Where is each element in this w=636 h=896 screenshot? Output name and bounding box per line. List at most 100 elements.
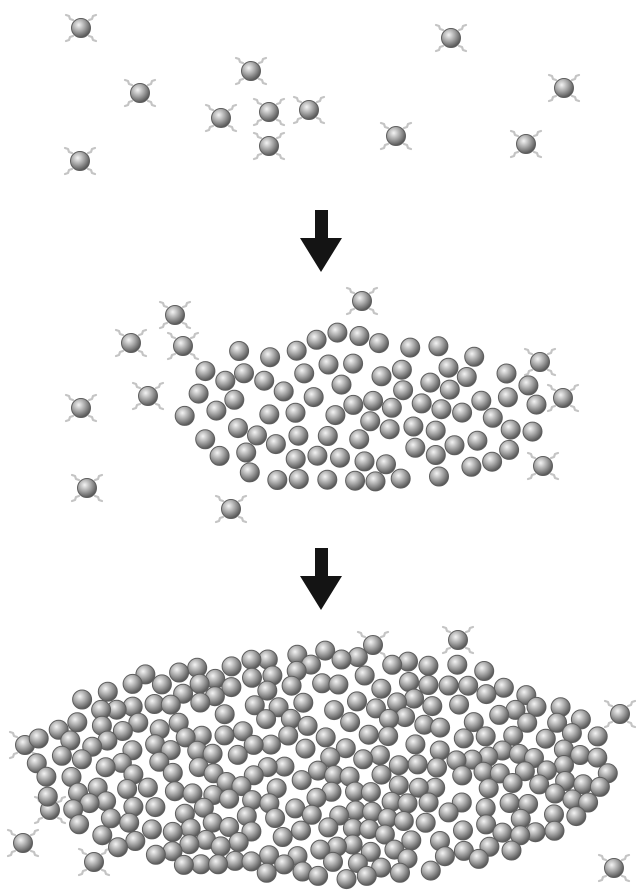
nanoparticle-icon: [535, 728, 556, 749]
nanoparticle-icon: [356, 865, 377, 886]
nanoparticle-icon: [379, 121, 413, 151]
nanoparticle-icon: [603, 699, 636, 729]
nanoparticle-icon: [315, 727, 336, 748]
nanoparticle-icon: [439, 379, 460, 400]
nanoparticle-icon: [425, 420, 446, 441]
nanoparticle-icon: [478, 778, 499, 799]
nanoparticle-icon: [345, 286, 379, 316]
nanoparticle-icon: [160, 694, 181, 715]
nanoparticle-icon: [227, 744, 248, 765]
nanoparticle-icon: [274, 854, 295, 875]
nanoparticle-icon: [179, 834, 200, 855]
nanoparticle-icon: [441, 625, 475, 655]
nanoparticle-icon: [274, 756, 295, 777]
nanoparticle-icon: [259, 845, 280, 866]
nanoparticle-icon: [256, 862, 277, 883]
nanoparticle-icon: [241, 851, 262, 872]
nanoparticle-icon: [447, 654, 468, 675]
nanoparticle-icon: [6, 828, 40, 858]
nanoparticle-icon: [499, 439, 520, 460]
nanoparticle-icon: [234, 363, 254, 384]
nanoparticle-icon: [252, 97, 286, 127]
nanoparticle-icon: [379, 708, 399, 729]
nanoparticle-icon: [228, 832, 249, 852]
nanoparticle-icon: [453, 820, 473, 841]
nanoparticle-icon: [67, 712, 88, 733]
nanoparticle-icon: [578, 792, 599, 813]
nanoparticle-icon: [349, 429, 370, 450]
nanoparticle-icon: [318, 354, 339, 375]
nanoparticle-icon: [343, 353, 364, 374]
nanoparticle-icon: [496, 363, 517, 384]
nanoparticle-icon: [453, 728, 474, 749]
nanoparticle-icon: [550, 697, 571, 718]
nanoparticle-icon: [476, 684, 497, 705]
nanoparticle-icon: [286, 660, 307, 681]
nanoparticle-icon: [347, 691, 367, 712]
nanoparticle-icon: [234, 56, 268, 86]
nanoparticle-icon: [123, 78, 157, 108]
nanoparticle-icon: [291, 820, 311, 841]
nanoparticle-icon: [265, 808, 286, 828]
nanoparticle-icon: [106, 699, 127, 720]
nanoparticle-icon: [224, 389, 245, 410]
nanoparticle-icon: [193, 797, 214, 818]
nanoparticle-icon: [268, 697, 289, 718]
nanoparticle-icon: [438, 802, 459, 823]
nanoparticle-icon: [434, 23, 468, 53]
stage-aggregating-particles: [64, 286, 580, 524]
nanoparticle-icon: [347, 647, 368, 668]
nanoparticle-icon: [82, 736, 103, 757]
nanoparticle-icon: [570, 745, 591, 765]
nanoparticle-icon: [242, 667, 262, 688]
nanoparticle-icon: [128, 712, 149, 733]
nanoparticle-icon: [370, 745, 390, 766]
nanoparticle-icon: [260, 347, 281, 368]
nanoparticle-icon: [482, 407, 503, 428]
nanoparticle-icon: [149, 751, 170, 772]
nanoparticle-icon: [463, 712, 484, 733]
nanoparticle-icon: [97, 730, 118, 751]
nanoparticle-icon: [188, 383, 209, 404]
nanoparticle-icon: [345, 781, 365, 802]
nanoparticle-icon: [182, 783, 203, 804]
nanoparticle-icon: [79, 793, 100, 814]
nanoparticle-icon: [482, 451, 503, 472]
nanoparticle-icon: [388, 755, 409, 776]
nanoparticle-icon: [190, 692, 211, 713]
nanoparticle-icon: [420, 860, 441, 881]
nanoparticle-icon: [69, 814, 90, 835]
nanoparticle-icon: [427, 757, 447, 778]
nanoparticle-icon: [262, 665, 283, 686]
nanoparticle-icon: [503, 725, 524, 746]
nanoparticle-icon: [285, 449, 306, 469]
nanoparticle-icon: [122, 673, 143, 694]
nanoparticle-icon: [360, 782, 381, 803]
nanoparticle-icon: [381, 397, 402, 418]
nanoparticle-icon: [323, 851, 343, 872]
nanoparticle-icon: [418, 792, 439, 813]
nanoparticle-icon: [371, 764, 392, 785]
nanoparticle-icon: [429, 466, 449, 487]
nanoparticle-icon: [523, 347, 557, 377]
nanoparticle-icon: [328, 674, 349, 695]
nanoparticle-icon: [91, 699, 112, 720]
nanoparticle-icon: [231, 776, 252, 797]
nanoparticle-icon: [467, 430, 488, 451]
nanoparticle-icon: [345, 470, 366, 491]
nanoparticle-icon: [387, 692, 408, 713]
nanoparticle-icon: [303, 387, 324, 408]
nanoparticle-icon: [221, 656, 242, 677]
nanoparticle-icon: [411, 393, 432, 414]
nanoparticle-icon: [497, 387, 518, 408]
nanoparticle-icon: [195, 361, 216, 382]
nanoparticle-icon: [308, 865, 329, 886]
nanoparticle-icon: [306, 329, 327, 350]
nanoparticle-icon: [431, 399, 452, 420]
nanoparticle-icon: [476, 814, 497, 835]
nanoparticle-icon: [214, 725, 235, 746]
nanoparticle-icon: [221, 677, 242, 698]
nanoparticle-icon: [331, 374, 352, 395]
nanoparticle-icon: [547, 712, 568, 733]
nanoparticle-icon: [166, 331, 200, 361]
